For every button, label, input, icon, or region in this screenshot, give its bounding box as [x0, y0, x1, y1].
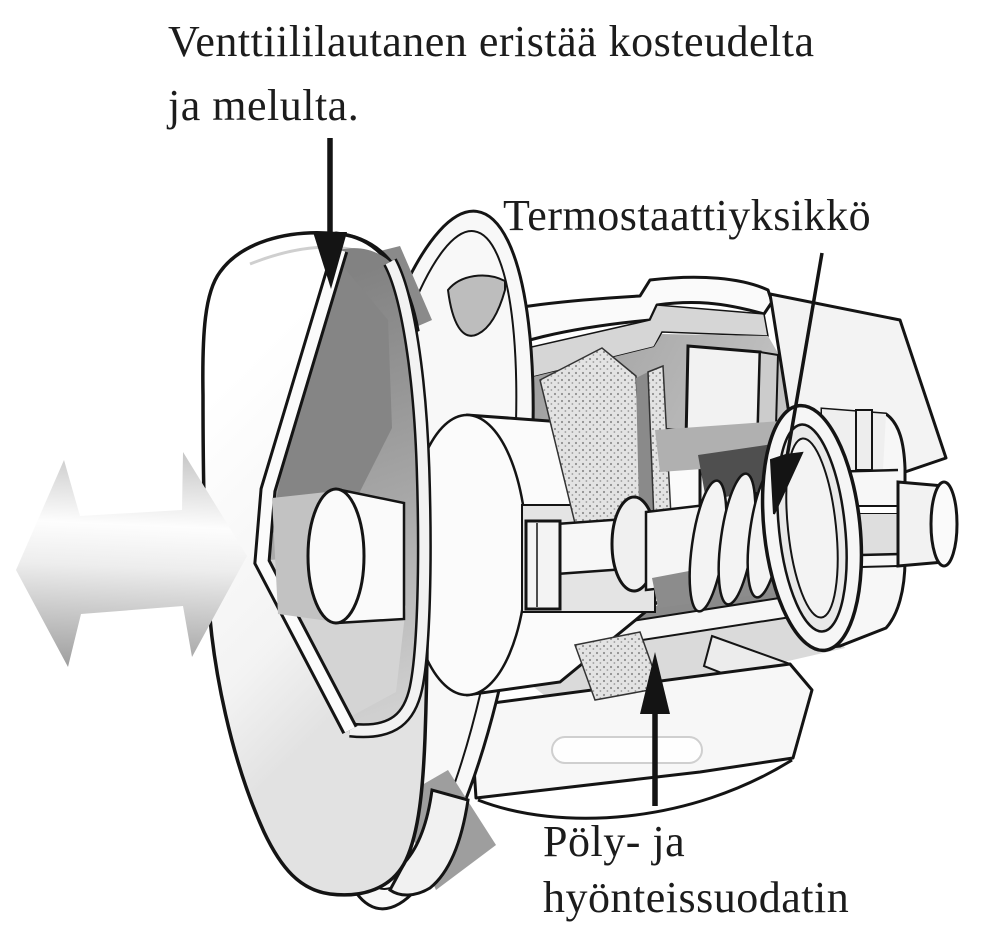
valve-plate-label: Venttiililautanen eristää kosteudelta ja…	[168, 10, 815, 138]
sensor-stub	[896, 480, 959, 568]
dust-insect-filter-label: Pöly- ja hyönteissuodatin	[543, 814, 849, 926]
dust-insect-filter-label-line2: hyönteissuodatin	[543, 873, 850, 922]
dust-insect-filter-label-line1: Pöly- ja	[543, 817, 686, 866]
thermostat-unit-label-text: Termostaattiyksikkö	[503, 191, 872, 240]
motion-double-arrow-icon	[16, 452, 247, 667]
thermostat-arrow-icon	[769, 252, 824, 515]
valve-disc	[201, 231, 470, 897]
valve-plate-label-line1: Venttiililautanen eristää kosteudelta	[168, 17, 815, 66]
valve-plate-label-line2: ja melulta.	[168, 81, 360, 130]
thermostat-unit-label: Termostaattiyksikkö	[503, 184, 871, 248]
filter-arrow-icon	[640, 652, 670, 806]
valve-plate-arrow-icon	[313, 138, 347, 289]
